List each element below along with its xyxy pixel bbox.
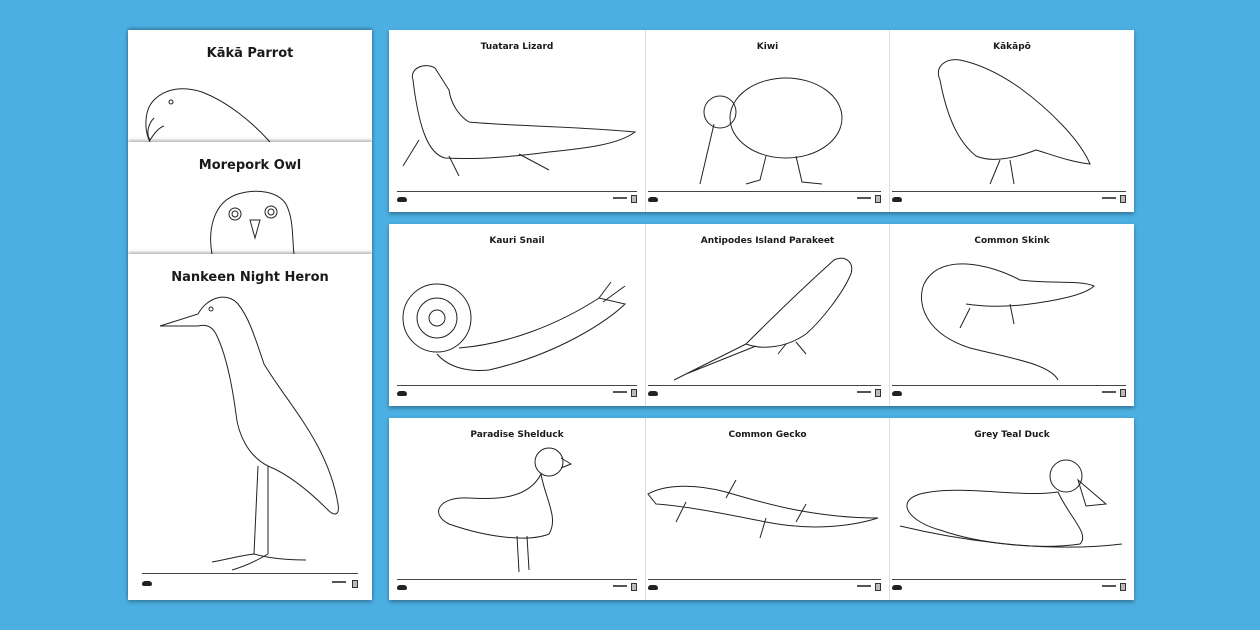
sheet-title: Kākāpō [993, 42, 1031, 52]
footer-url [857, 391, 871, 393]
sheet-title: Tuatara Lizard [480, 42, 554, 52]
certified-badge-icon [875, 195, 881, 203]
footer-url [613, 197, 627, 199]
certified-badge-icon [1120, 583, 1126, 591]
sheet-row-2: Kauri Snail Antipodes Island Parakeet Co… [389, 224, 1134, 406]
sheet-title: Kauri Snail [489, 236, 545, 246]
footer-url [613, 391, 627, 393]
nankeen-night-heron-drawing [159, 296, 339, 571]
certified-badge-icon [1120, 195, 1126, 203]
sheet-title: Morepork Owl [198, 158, 302, 173]
sheet-tuatara-lizard[interactable]: Tuatara Lizard [389, 30, 646, 212]
twinkl-logo [397, 585, 407, 590]
kakapo-drawing [938, 59, 1091, 185]
sheet-row-1: Tuatara Lizard Kiwi Kākāpō [389, 30, 1134, 212]
twinkl-logo [892, 585, 902, 590]
footer-divider [892, 579, 1126, 580]
sheet-morepork-owl[interactable]: Morepork Owl [128, 142, 372, 255]
certified-badge-icon [875, 583, 881, 591]
sheet-title: Kiwi [756, 42, 779, 52]
sheet-title: Paradise Shelduck [470, 430, 564, 440]
morepork-owl-drawing [210, 190, 295, 255]
sheet-common-gecko[interactable]: Common Gecko [646, 418, 890, 600]
sheet-kauri-snail[interactable]: Kauri Snail [389, 224, 646, 406]
sheet-nankeen-night-heron[interactable]: Nankeen Night Heron [128, 254, 372, 600]
footer-divider [648, 385, 881, 386]
certified-badge-icon [631, 583, 637, 591]
sheet-title: Common Gecko [728, 430, 807, 440]
twinkl-logo [892, 197, 902, 202]
certified-badge-icon [352, 580, 358, 588]
sheet-title: Grey Teal Duck [974, 430, 1050, 440]
footer-url [1102, 391, 1116, 393]
certified-badge-icon [875, 389, 881, 397]
gecko-drawing [647, 479, 879, 539]
sheet-kakapo[interactable]: Kākāpō [890, 30, 1134, 212]
certified-badge-icon [1120, 389, 1126, 397]
kiwi-drawing [699, 77, 843, 185]
shelduck-drawing [438, 447, 573, 573]
footer-divider [397, 191, 637, 192]
sheet-title: Common Skink [974, 236, 1050, 246]
twinkl-logo [892, 391, 902, 396]
sheet-paradise-shelduck[interactable]: Paradise Shelduck [389, 418, 646, 600]
footer-divider [892, 191, 1126, 192]
sheet-kiwi[interactable]: Kiwi [646, 30, 890, 212]
certified-badge-icon [631, 195, 637, 203]
parakeet-drawing [673, 257, 853, 381]
sheet-kaka-parrot[interactable]: Kākā Parrot [128, 30, 372, 143]
sheet-row-3: Paradise Shelduck Common Gecko Grey Teal… [389, 418, 1134, 600]
footer-divider [142, 573, 358, 574]
kaka-parrot-drawing [145, 88, 271, 143]
footer-divider [648, 579, 881, 580]
sheet-grey-teal-duck[interactable]: Grey Teal Duck [890, 418, 1134, 600]
kauri-snail-drawing [402, 281, 626, 371]
footer-divider [648, 191, 881, 192]
skink-drawing [920, 263, 1095, 381]
sheet-title: Antipodes Island Parakeet [700, 236, 835, 246]
tuatara-drawing [402, 65, 637, 177]
footer-divider [397, 385, 637, 386]
twinkl-logo [648, 197, 658, 202]
footer-url [1102, 585, 1116, 587]
footer-url [857, 197, 871, 199]
sheet-title: Kākā Parrot [206, 46, 294, 61]
twinkl-logo [648, 391, 658, 396]
footer-divider [892, 385, 1126, 386]
certified-badge-icon [631, 389, 637, 397]
footer-url [1102, 197, 1116, 199]
footer-url [857, 585, 871, 587]
footer-url [613, 585, 627, 587]
twinkl-logo [397, 391, 407, 396]
twinkl-logo [142, 581, 152, 586]
twinkl-logo [648, 585, 658, 590]
sheet-common-skink[interactable]: Common Skink [890, 224, 1134, 406]
sheet-title: Nankeen Night Heron [171, 270, 329, 285]
teal-duck-drawing [899, 459, 1123, 548]
footer-divider [397, 579, 637, 580]
sheet-antipodes-island-parakeet[interactable]: Antipodes Island Parakeet [646, 224, 890, 406]
twinkl-logo [397, 197, 407, 202]
footer-url [332, 581, 346, 583]
